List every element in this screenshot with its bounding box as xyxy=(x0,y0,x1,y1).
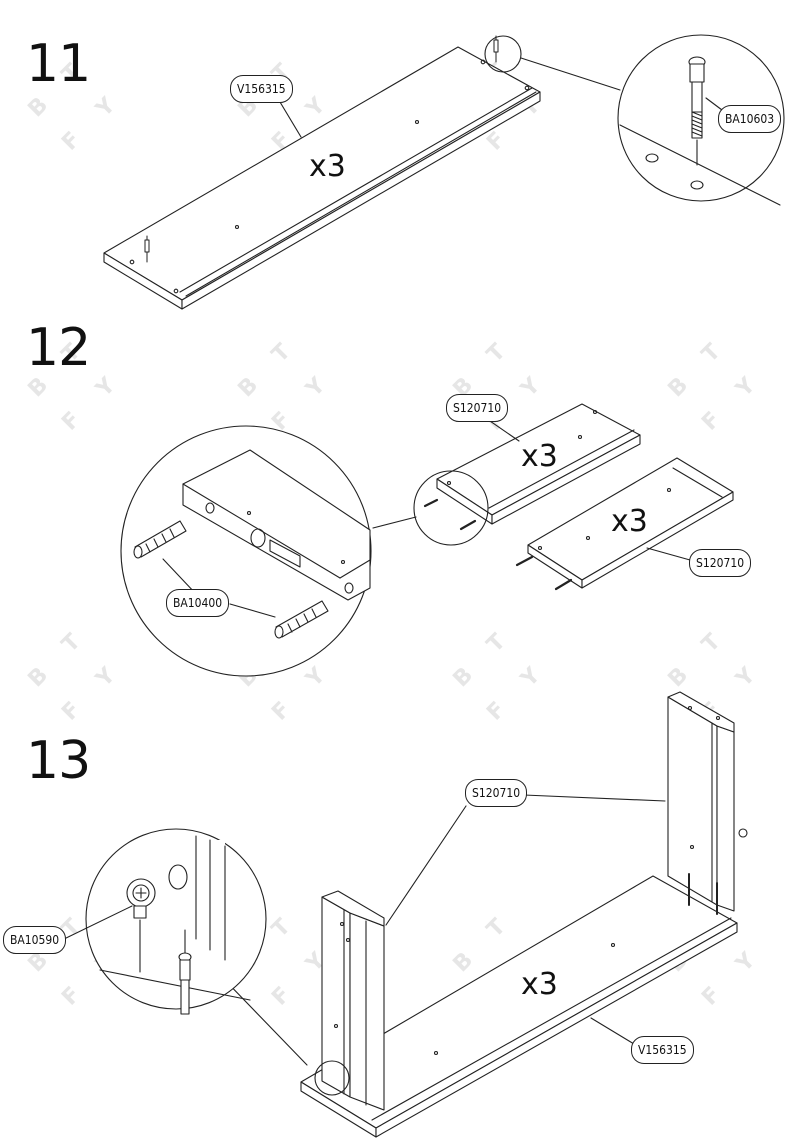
part-label-ba10400: BA10400 xyxy=(166,589,230,617)
panel-s120710-b xyxy=(527,457,734,589)
panel-v156315-step11 xyxy=(103,46,541,310)
leader-s120710-left xyxy=(385,805,467,926)
part-label-s120710-step13: S120710 xyxy=(465,779,528,807)
step-11-drawing xyxy=(103,34,785,310)
side-panel-left xyxy=(321,890,385,1111)
quantity-label-step13: x3 xyxy=(521,967,558,1002)
part-label-v156315-step13: V156315 xyxy=(631,1036,694,1064)
quantity-label-step12-b: x3 xyxy=(611,504,648,539)
step-13-drawing xyxy=(61,101,748,1138)
cam-bolt-ba10603 xyxy=(688,56,706,166)
detail-circle-step13 xyxy=(61,828,350,1096)
quantity-label-step12-a: x3 xyxy=(521,439,558,474)
part-label-v156315-step11: V156315 xyxy=(230,75,293,103)
quantity-label-step11: x3 xyxy=(309,149,346,184)
detail-circle-step12 xyxy=(120,425,489,677)
part-label-ba10603: BA10603 xyxy=(718,105,782,133)
side-panel-right xyxy=(667,691,748,915)
step-number-12: 12 xyxy=(26,318,91,378)
part-label-ba10590: BA10590 xyxy=(3,926,67,954)
cam-bolt-small xyxy=(144,35,499,263)
cam-lock-ba10590 xyxy=(126,878,156,973)
leader-s120710-b xyxy=(646,547,691,561)
dowel-ba10400-2 xyxy=(274,600,329,639)
step-12-drawing xyxy=(120,403,734,677)
dowels xyxy=(423,498,573,591)
cam-bolt-detail xyxy=(178,929,192,1015)
leader-v156315-step13 xyxy=(590,1017,635,1045)
leader-s120710-right xyxy=(523,794,666,802)
panel-s120710-a xyxy=(436,403,641,525)
panel-v156315-step13 xyxy=(300,875,738,1138)
part-label-s120710-a: S120710 xyxy=(446,394,509,422)
leader-v156315-step11 xyxy=(279,101,302,138)
part-label-s120710-b: S120710 xyxy=(689,549,752,577)
step-number-13: 13 xyxy=(26,731,91,791)
dowel-ba10400-1 xyxy=(133,520,187,559)
step-number-11: 11 xyxy=(26,34,91,94)
detail-circle-step11 xyxy=(484,34,785,206)
